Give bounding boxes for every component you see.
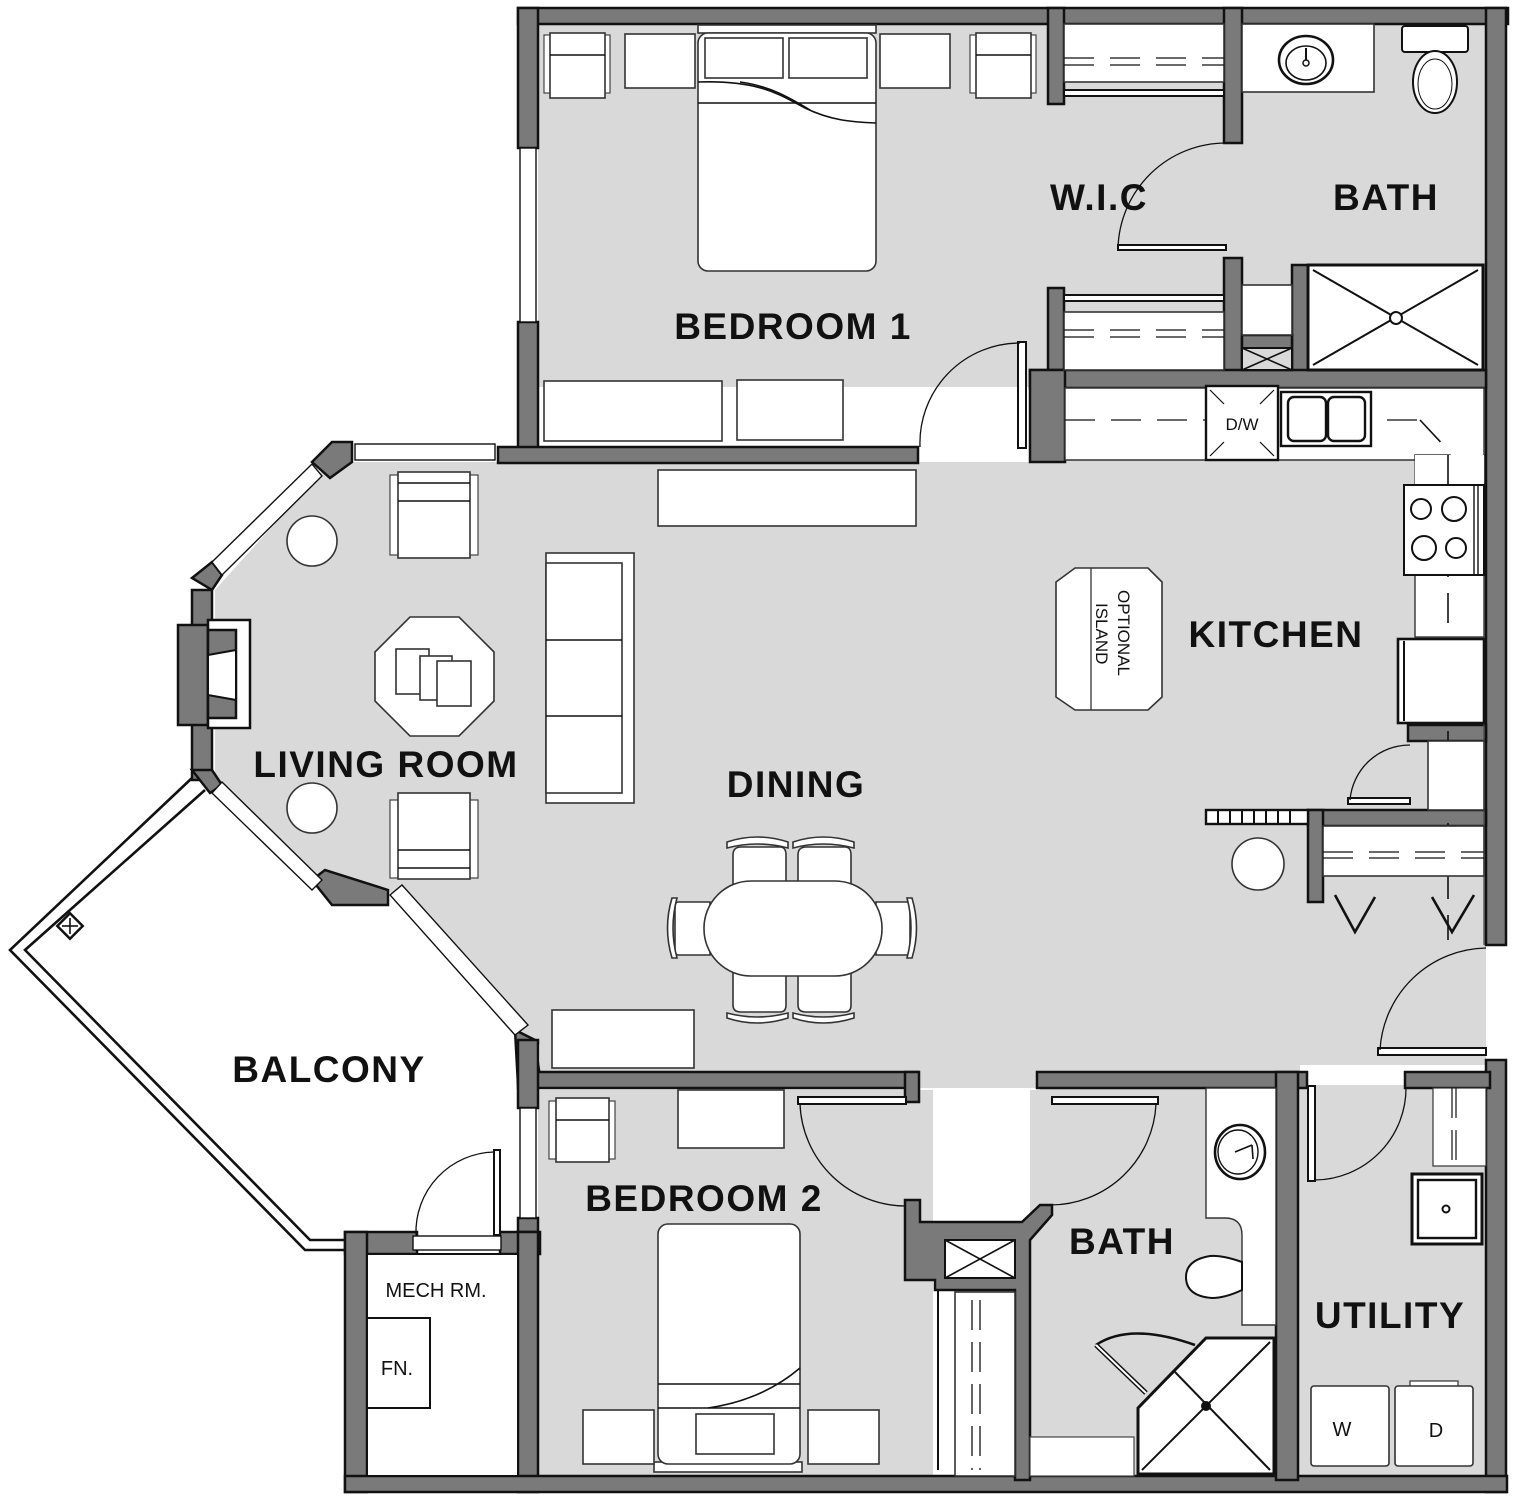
dishwasher-label: D/W <box>1225 415 1258 434</box>
baseboard-heater <box>1204 808 1310 826</box>
wic-shelving <box>1063 23 1227 371</box>
dishwasher-icon: D/W <box>1204 384 1280 462</box>
label-dryer: D <box>1429 1420 1443 1442</box>
optional-island: OPTIONAL ISLAND <box>1055 567 1163 711</box>
utility-fixtures <box>1307 1085 1487 1467</box>
label-mech-room: MECH RM. <box>385 1280 486 1302</box>
shower-icon <box>1306 263 1485 372</box>
bedroom2-furniture <box>548 1089 907 1473</box>
label-furnace: FN. <box>381 1358 413 1380</box>
kitchen-fixtures: D/W OPTIONAL ISLAND <box>1055 384 1487 1056</box>
label-bedroom-1: BEDROOM 1 <box>674 306 912 347</box>
dryer-icon <box>1394 1380 1474 1467</box>
bedroom1-furniture <box>543 24 1037 449</box>
label-dining: DINING <box>727 764 866 805</box>
sink-icon <box>1277 34 1335 86</box>
toilet-icon <box>1184 1254 1243 1300</box>
label-bath-2: BATH <box>1069 1221 1175 1262</box>
label-bedroom-2: BEDROOM 2 <box>585 1178 823 1219</box>
furnace <box>366 1317 431 1409</box>
balcony <box>8 777 501 1252</box>
label-balcony: BALCONY <box>232 1049 425 1090</box>
label-living-room: LIVING ROOM <box>253 744 518 785</box>
stove-icon <box>1403 484 1485 576</box>
living-room-furniture <box>286 469 917 880</box>
island-label-line2: ISLAND <box>1092 603 1111 664</box>
utility-sink-icon <box>1410 1172 1484 1246</box>
label-washer: W <box>1333 1419 1352 1441</box>
mech-room <box>366 1253 519 1477</box>
label-utility: UTILITY <box>1315 1295 1465 1336</box>
vent-icon <box>1241 347 1293 371</box>
shower-icon <box>1094 1332 1276 1476</box>
label-bath-1: BATH <box>1333 177 1439 218</box>
island-label-line1: OPTIONAL <box>1114 590 1133 676</box>
windows <box>211 147 537 1251</box>
washer-icon <box>1310 1385 1390 1467</box>
linen-closet <box>937 1239 1016 1477</box>
label-wic: W.I.C <box>1050 177 1148 218</box>
kitchen-sink-icon <box>1279 390 1373 448</box>
dining-table-set <box>551 836 918 1069</box>
room-labels: BEDROOM 1 W.I.C BATH LIVING ROOM DINING … <box>232 177 1465 1442</box>
walls <box>176 6 1510 1494</box>
label-kitchen: KITCHEN <box>1189 614 1364 655</box>
balcony-outlet-icon <box>55 911 85 941</box>
bath2-fixtures <box>1029 1087 1277 1477</box>
refrigerator-icon <box>1396 637 1486 725</box>
sink-icon <box>1213 1123 1267 1181</box>
toilet-icon <box>1401 25 1469 114</box>
bath1-fixtures <box>1241 23 1485 372</box>
